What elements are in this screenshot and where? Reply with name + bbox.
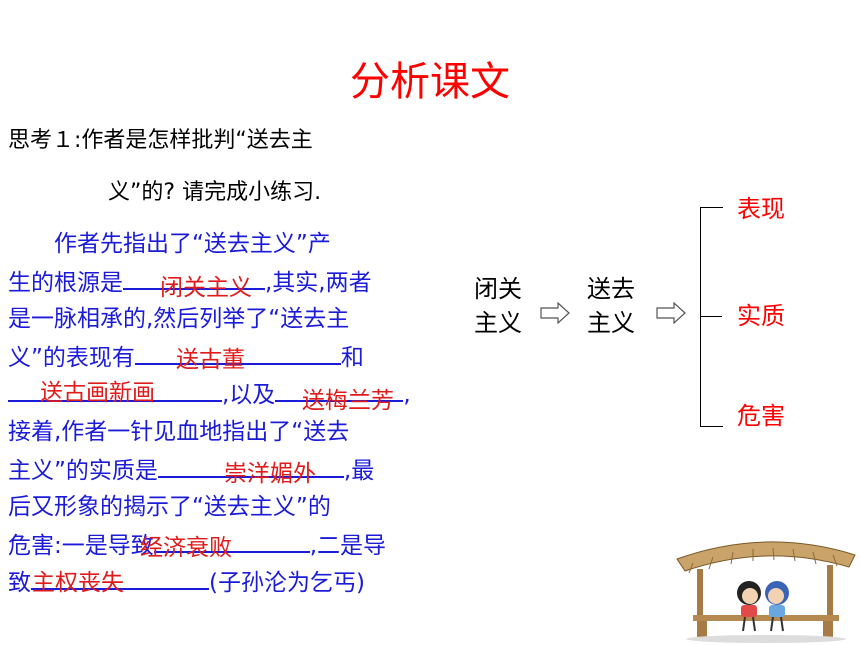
paragraph-text: ,最 bbox=[343, 457, 375, 484]
paragraph-text: ,二是导 bbox=[309, 532, 387, 559]
paragraph-line: 接着,作者一针见血地指出了“送去 bbox=[8, 414, 458, 452]
diagram-branch-manifestation: 表现 bbox=[737, 195, 785, 223]
diagram-node-sending-out: 送去 主义 bbox=[587, 272, 635, 340]
paragraph-text: , bbox=[403, 382, 411, 409]
paragraph-text: 生的根源是 bbox=[8, 269, 123, 296]
diagram-node-text: 主义 bbox=[587, 309, 635, 337]
paragraph-line: 是一脉相承的,然后列举了“送去主 bbox=[8, 301, 458, 339]
paragraph-text: ,以及 bbox=[222, 382, 276, 409]
question-line-1: 思考１:作者是怎样批判“送去主 bbox=[8, 128, 313, 153]
answer-4: 送梅兰芳 bbox=[302, 388, 394, 414]
children-under-hut-illustration bbox=[676, 541, 856, 643]
paragraph-line: 作者先指出了“送去主义”产 bbox=[8, 226, 458, 264]
paragraph-line: 义”的表现有 和 bbox=[8, 339, 458, 377]
paragraph-text: ,其实,两者 bbox=[265, 269, 372, 296]
paragraph-text: 接着,作者一针见血地指出了“送去 bbox=[8, 418, 350, 445]
paragraph-line: 主义”的实质是 ,最 bbox=[8, 452, 458, 490]
paragraph-text: 致 bbox=[8, 570, 31, 597]
paragraph-line: 后又形象的揭示了“送去主义”的 bbox=[8, 489, 458, 527]
diagram-bracket bbox=[700, 207, 723, 427]
paragraph-text: 是一脉相承的,然后列举了“送去主 bbox=[8, 306, 350, 333]
diagram-branch-harm: 危害 bbox=[737, 402, 785, 430]
arrow-right-icon bbox=[540, 302, 570, 324]
paragraph-text: 和 bbox=[340, 344, 364, 371]
answer-3: 送古画新画 bbox=[40, 380, 155, 406]
paragraph-line: 致 (子孙沦为乞丐) bbox=[8, 564, 458, 602]
paragraph-text: 作者先指出了“送去主义”产 bbox=[8, 231, 331, 257]
answer-blank-4[interactable] bbox=[275, 376, 404, 403]
diagram-node-text: 主义 bbox=[474, 309, 522, 337]
answer-7: 主权丧失 bbox=[32, 570, 124, 596]
diagram-node-closed-door: 闭关 主义 bbox=[474, 272, 522, 340]
answer-6: 经济衰败 bbox=[140, 535, 232, 561]
exercise-paragraph: 作者先指出了“送去主义”产 生的根源是 ,其实,两者 是一脉相承的,然后列举了“送… bbox=[8, 226, 458, 602]
answer-5: 崇洋媚外 bbox=[224, 461, 316, 487]
diagram-branch-essence: 实质 bbox=[737, 302, 785, 330]
diagram-node-text: 送去 bbox=[587, 275, 635, 303]
paragraph-text: 危害:一是导致 bbox=[8, 532, 154, 559]
paragraph-line: 生的根源是 ,其实,两者 bbox=[8, 264, 458, 302]
answer-1: 闭关主义 bbox=[160, 275, 252, 301]
answer-blank-7[interactable] bbox=[31, 564, 209, 591]
paragraph-text: 后又形象的揭示了“送去主义”的 bbox=[8, 494, 331, 521]
answer-blank-6[interactable] bbox=[153, 527, 310, 553]
paragraph-text: 义”的表现有 bbox=[8, 344, 135, 371]
answer-blank-3[interactable] bbox=[8, 376, 222, 403]
paragraph-text: 主义”的实质是 bbox=[8, 457, 158, 484]
diagram-node-text: 闭关 bbox=[474, 275, 522, 303]
paragraph-text: (子孙沦为乞丐) bbox=[209, 570, 365, 597]
paragraph-line: ,以及, bbox=[8, 376, 458, 414]
diagram-bracket-middle bbox=[700, 316, 722, 317]
question-line-2: 义”的? 请完成小练习. bbox=[108, 180, 322, 205]
answer-blank-5[interactable] bbox=[157, 452, 344, 478]
answer-blank-1[interactable] bbox=[123, 264, 265, 290]
paragraph-line: 危害:一是导致 ,二是导 bbox=[8, 527, 458, 565]
arrow-right-icon bbox=[656, 302, 686, 324]
page-title: 分析课文 bbox=[350, 59, 510, 105]
answer-blank-2[interactable] bbox=[134, 339, 341, 365]
answer-2: 送古董 bbox=[176, 347, 245, 373]
